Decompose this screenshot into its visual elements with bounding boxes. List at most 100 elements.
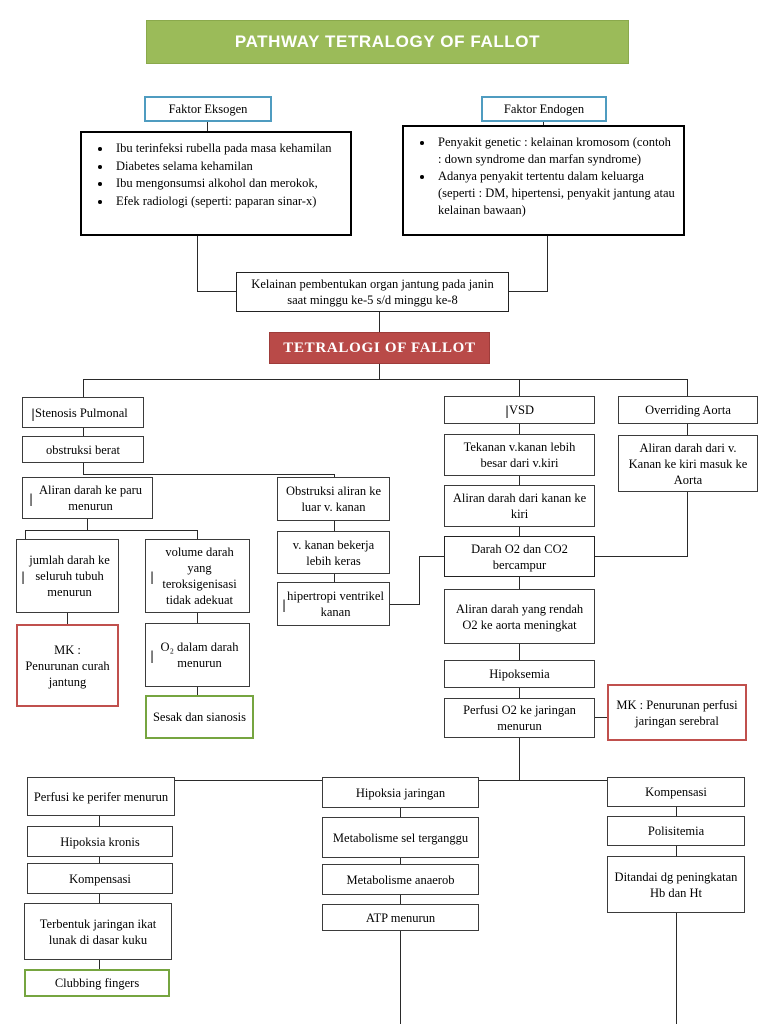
down-arrow-icon: |: [150, 649, 155, 663]
connector-obstruksi-bus: [83, 474, 334, 476]
list-faktor-eksogen: Ibu terinfeksi rubella pada masa kehamil…: [86, 140, 342, 210]
box-volume-darah: | volume darah yang teroksigenisasi tidak…: [145, 539, 250, 613]
box-hipoksia-jaringan: Hipoksia jaringan: [322, 777, 479, 808]
box-hipertropi-ventrikel: |hipertropi ventrikel kanan: [277, 582, 390, 626]
box-atp-menurun: ATP menurun: [322, 904, 479, 931]
box-hipoksia-kronis: Hipoksia kronis: [27, 826, 173, 857]
connector-split-right: [197, 530, 199, 540]
connector-o2-sesak: [197, 687, 199, 696]
box-obstruksi-aliran-keluar: Obstruksi aliran ke luar v. kanan: [277, 477, 390, 521]
list-item: Ibu mengonsumsi alkohol dan merokok,: [112, 175, 342, 192]
box-jumlah-darah: |jumlah darah ke seluruh tubuh menurun: [16, 539, 119, 613]
connector-split-left: [25, 530, 27, 540]
down-arrow-icon: |: [31, 406, 36, 421]
list-faktor-endogen: Penyakit genetic : kelainan kromosom (co…: [408, 134, 675, 218]
label-faktor-eksogen: Faktor Eksogen: [144, 96, 272, 122]
list-item: Penyakit genetic : kelainan kromosom (co…: [434, 134, 675, 167]
box-mk-penurunan-perfusi-serebral: MK : Penurunan perfusi jaringan serebral: [607, 684, 747, 741]
connector-eksogen-elbow: [197, 291, 239, 293]
connector-aliranrendah-hipoksemia: [519, 644, 521, 660]
connector-eksogen-down: [197, 236, 199, 292]
connector-endogen-elbow: [508, 291, 548, 293]
connector-eksogen-label: [207, 122, 209, 132]
connector-kompensasi-polisitemia: [676, 807, 678, 816]
box-stenosis-pulmonal: |Stenosis Pulmonal: [22, 397, 144, 428]
connector-overriding-aliran: [687, 424, 689, 435]
box-label: Aliran darah ke paru menurun: [38, 483, 143, 513]
list-item: Adanya penyakit tertentu dalam keluarga …: [434, 168, 675, 218]
box-aliran-darah-ke-aorta: Aliran darah dari v. Kanan ke kiri masuk…: [618, 435, 758, 492]
connector-perifer-hipoksia: [99, 816, 101, 826]
connector-tekanan-aliran: [519, 476, 521, 485]
box-hipoksemia: Hipoksemia: [444, 660, 595, 688]
connector-perfusi-mk: [595, 717, 609, 719]
connector-branch-stenosis: [83, 379, 85, 397]
connector-hipoksiajaringan-metabolisme: [400, 808, 402, 817]
connector-anaerob-atp: [400, 895, 402, 904]
connector-vsd-tekanan: [519, 424, 521, 434]
connector-darahcampur-aliranrendah: [519, 577, 521, 589]
connector-hipoksemia-perfusi: [519, 688, 521, 698]
connector-jumlah-mk: [67, 613, 69, 625]
connector-aorta-to-darahcampur: [595, 556, 688, 558]
connector-aliran-darahcampur: [519, 527, 521, 536]
box-o2-dalam-darah: |O₂ dalam darah menurun: [145, 623, 250, 687]
down-arrow-icon: |: [282, 598, 287, 612]
connector-obstruksi-vkanan: [334, 521, 336, 531]
down-arrow-icon: |: [21, 570, 26, 584]
box-overriding-aorta: Overriding Aorta: [618, 396, 758, 424]
box-darah-o2-co2-bercampur: Darah O2 dan CO2 bercampur: [444, 536, 595, 577]
box-mk-penurunan-curah-jantung: MK : Penurunan curah jantung: [16, 624, 119, 707]
list-item: Ibu terinfeksi rubella pada masa kehamil…: [112, 140, 342, 157]
box-metabolisme-anaerob: Metabolisme anaerob: [322, 864, 479, 895]
box-label: Stenosis Pulmonal: [35, 405, 128, 420]
connector-vkanan-hipertropi: [334, 574, 336, 582]
box-aliran-rendah-o2: Aliran darah yang rendah O2 ke aorta men…: [444, 589, 595, 644]
box-vsd: |VSD: [444, 396, 595, 424]
box-faktor-endogen: Penyakit genetic : kelainan kromosom (co…: [402, 125, 685, 236]
connector-obstruksi-down: [83, 463, 85, 475]
connector-perfusi-down: [519, 738, 521, 780]
connector-hipertropi-elbow-h2: [419, 556, 444, 558]
box-polisitemia: Polisitemia: [607, 816, 745, 846]
box-faktor-eksogen: Ibu terinfeksi rubella pada masa kehamil…: [80, 131, 352, 236]
connector-stenosis-obstruksi: [83, 428, 85, 436]
box-kompensasi-right: Kompensasi: [607, 777, 745, 807]
connector-aliranparu-split: [25, 530, 198, 532]
box-terbentuk-jaringan-ikat: Terbentuk jaringan ikat lunak di dasar k…: [24, 903, 172, 960]
box-perfusi-o2-jaringan: Perfusi O2 ke jaringan menurun: [444, 698, 595, 738]
down-arrow-icon: |: [29, 492, 34, 506]
connector-polisitemia-ditandai: [676, 846, 678, 856]
page-title-banner: PATHWAY TETRALOGY OF FALLOT: [146, 20, 629, 64]
down-arrow-icon: |: [504, 404, 510, 418]
connector-merge-to-tof: [379, 312, 381, 333]
connector-endogen-down: [547, 236, 549, 292]
box-label: hipertropi ventrikel kanan: [287, 589, 384, 619]
connector-to-obstruksi-aliran: [334, 474, 336, 477]
down-arrow-icon: |: [150, 570, 155, 584]
connector-kompensasi-terbentuk: [99, 894, 101, 903]
connector-hipoksia-kompensasi: [99, 857, 101, 863]
box-label: VSD: [509, 403, 535, 417]
box-aliran-darah-paru: | Aliran darah ke paru menurun: [22, 477, 153, 519]
connector-hipertropi-elbow-v: [419, 556, 421, 605]
box-tekanan-v-kanan: Tekanan v.kanan lebih besar dari v.kiri: [444, 434, 595, 476]
label-faktor-endogen: Faktor Endogen: [481, 96, 607, 122]
list-item: Efek radiologi (seperti: paparan sinar-x…: [112, 193, 342, 210]
box-label: jumlah darah ke seluruh tubuh menurun: [29, 553, 110, 599]
box-metabolisme-sel-terganggu: Metabolisme sel terganggu: [322, 817, 479, 858]
connector-hipertropi-elbow-h1: [390, 604, 420, 606]
box-label: volume darah yang teroksigenisasi tidak …: [162, 545, 237, 607]
connector-terbentuk-clubbing: [99, 960, 101, 970]
box-perfusi-perifer: Perfusi ke perifer menurun: [27, 777, 175, 816]
connector-aliranparu-down: [87, 519, 89, 531]
connector-atp-continue-down: [400, 931, 402, 1024]
connector-branch-bus: [83, 379, 688, 381]
box-ditandai-peningkatan-hb-ht: Ditandai dg peningkatan Hb dan Ht: [607, 856, 745, 913]
box-kompensasi-left: Kompensasi: [27, 863, 173, 894]
connector-left-into-darahcampur: [434, 556, 445, 558]
banner-tetralogi-of-fallot: TETRALOGI OF FALLOT: [269, 332, 490, 364]
connector-tof-down: [379, 364, 381, 380]
connector-volume-o2: [197, 613, 199, 624]
